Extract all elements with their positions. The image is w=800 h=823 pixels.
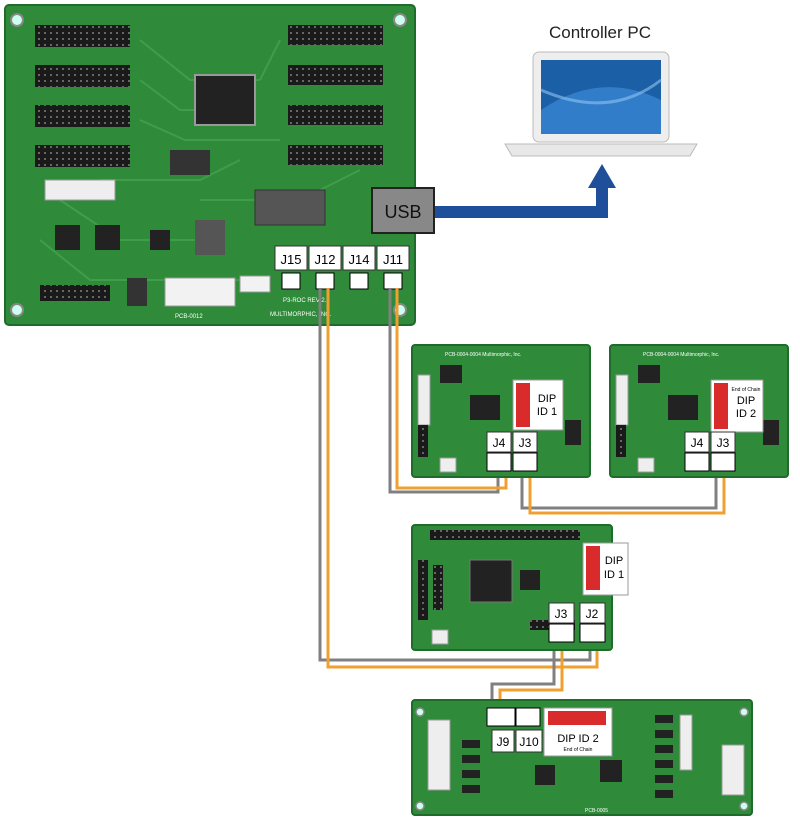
board-d-dip-label: DIP ID 2 — [557, 733, 598, 745]
label-j15: J15 — [281, 252, 302, 267]
main-connector-j12: J12 — [308, 245, 342, 290]
wire-gray-board-a-to-b — [520, 470, 718, 510]
driver-board-a: PCB-0004-0004 Multimorphic, Inc. DIP ID … — [411, 344, 591, 478]
board-a-dip-switch: DIP ID 1 — [512, 379, 564, 431]
wire-orange-j12-to-board-c — [326, 288, 599, 669]
main-connector-j11: J11 — [376, 245, 410, 290]
switch-board-c: DIP ID 1 J3 J2 — [411, 524, 629, 651]
board-d-connector-j10: J10 — [515, 707, 543, 753]
board-c-connector-j3: J3 — [548, 602, 575, 643]
main-silkscreen-company: MULTIMORPHIC, INC. — [270, 312, 332, 318]
usb-label: USB — [384, 202, 421, 222]
board-a-connector-j3: J3 — [512, 431, 538, 472]
board-b-dip-line1: DIP — [737, 395, 755, 407]
driver-board-b: PCB-0004-0004 Multimorphic, Inc. End of … — [609, 344, 789, 478]
driver-board-d: PCB-0005 DIP ID 2 End of Chain J9 J10 — [411, 699, 753, 816]
board-d-label-j10: J10 — [519, 735, 539, 749]
main-connector-j15: J15 — [274, 245, 308, 290]
board-d-label-j9: J9 — [497, 735, 510, 749]
board-b-dip-note: End of Chain — [732, 387, 761, 393]
board-b-dip-line2: ID 2 — [736, 408, 756, 420]
board-d-connector-j9: J9 — [486, 707, 516, 753]
main-silkscreen-pcb: PCB-0012 — [175, 314, 203, 320]
board-d-dip-note: End of Chain — [564, 747, 593, 753]
board-b-label-j4: J4 — [691, 436, 704, 450]
board-c-label-j2: J2 — [586, 607, 599, 621]
label-j11: J11 — [383, 252, 403, 267]
wire-gray-j11-to-board-a — [388, 288, 500, 494]
board-b-silk: PCB-0004-0004 Multimorphic, Inc. — [643, 352, 719, 358]
board-a-label-j4: J4 — [493, 436, 506, 450]
board-c-dip-switch: DIP ID 1 — [582, 542, 629, 596]
board-c-label-j3: J3 — [555, 607, 568, 621]
wire-orange-j11-to-board-a — [395, 288, 508, 490]
board-a-label-j3: J3 — [519, 436, 532, 450]
board-b-label-j3: J3 — [717, 436, 730, 450]
board-b-dip-switch: End of Chain DIP ID 2 — [710, 379, 764, 433]
board-c-dip-line2: ID 1 — [604, 569, 624, 581]
main-controller-board: P3-ROC REV 2.0 MULTIMORPHIC, INC. PCB-00… — [4, 4, 416, 326]
controller-pc-title: Controller PC — [549, 23, 651, 42]
usb-badge: USB — [371, 187, 435, 234]
main-silkscreen-rev: P3-ROC REV 2.0 — [283, 298, 330, 304]
board-a-connector-j4: J4 — [486, 431, 512, 472]
board-a-dip-line2: ID 1 — [537, 406, 557, 418]
board-a-dip-line1: DIP — [538, 393, 556, 405]
board-b-connector-j3: J3 — [710, 431, 736, 472]
usb-cable-arrowhead — [588, 164, 616, 188]
usb-cable — [432, 185, 608, 218]
board-d-dip-switch: DIP ID 2 End of Chain — [543, 707, 613, 757]
board-c-dip-line1: DIP — [605, 555, 623, 567]
board-b-connector-j4: J4 — [684, 431, 710, 472]
board-d-silk: PCB-0005 — [585, 808, 608, 814]
board-a-silk: PCB-0004-0004 Multimorphic, Inc. — [445, 352, 521, 358]
main-connector-j14: J14 — [342, 245, 376, 290]
board-c-connector-j2: J2 — [579, 602, 606, 643]
laptop-icon — [504, 51, 698, 157]
wire-orange-board-a-to-b — [528, 470, 726, 515]
label-j12: J12 — [315, 252, 336, 267]
wire-gray-board-c-to-d — [490, 642, 556, 710]
label-j14: J14 — [349, 252, 370, 267]
